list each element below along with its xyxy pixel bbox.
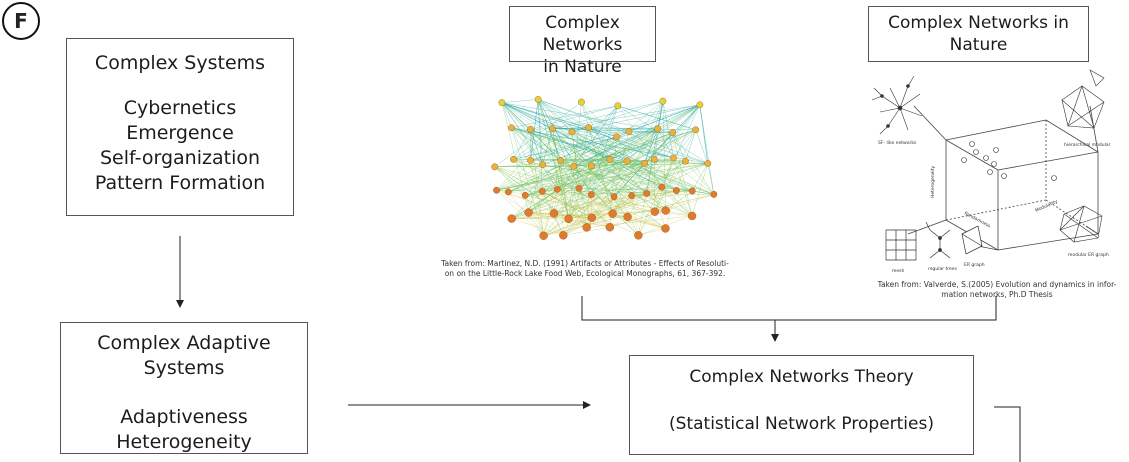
food-web-node bbox=[606, 155, 614, 163]
networks-theory-box: Complex Networks Theory (Statistical Net… bbox=[629, 355, 974, 455]
label-sf: SF- like networks bbox=[878, 140, 917, 146]
label-regular: regular trees bbox=[928, 266, 958, 272]
food-web-node bbox=[527, 156, 534, 164]
food-web-node bbox=[634, 231, 643, 240]
food-web-node bbox=[549, 209, 559, 218]
label-hier: hierarchical modular bbox=[1064, 142, 1111, 148]
food-web-node bbox=[623, 212, 632, 222]
food-web-node bbox=[650, 207, 660, 216]
food-web-node bbox=[549, 125, 557, 132]
complex-systems-box: Complex Systems Cybernetics Emergence Se… bbox=[66, 38, 294, 216]
network-morphospace-image: SF- like networks hierarchical modular m… bbox=[871, 69, 1111, 274]
food-web-node bbox=[578, 98, 585, 106]
complex-adaptive-title: Complex Adaptive Systems bbox=[97, 332, 271, 379]
outgoing-line bbox=[994, 406, 1021, 462]
food-web-node bbox=[704, 160, 712, 167]
food-web-node bbox=[628, 192, 636, 200]
food-web-node bbox=[524, 208, 533, 217]
food-web-node bbox=[491, 163, 499, 171]
label-mesh: mesh bbox=[892, 268, 904, 274]
food-web-node bbox=[692, 126, 700, 134]
complex-adaptive-box: Complex Adaptive Systems Adaptiveness He… bbox=[60, 322, 308, 454]
food-web-node bbox=[610, 193, 618, 201]
networks-nature-title: Complex Networks in bbox=[888, 13, 1069, 33]
food-web-node bbox=[625, 128, 633, 135]
food-web-node bbox=[510, 155, 517, 163]
panel-label: F bbox=[2, 2, 40, 40]
food-web-node bbox=[527, 125, 534, 133]
networks-theory-subtitle: (Statistical Network Properties) bbox=[669, 414, 934, 434]
food-web-node bbox=[568, 128, 576, 136]
food-web-node bbox=[661, 206, 670, 215]
food-web-node bbox=[570, 162, 578, 170]
food-web-node bbox=[650, 155, 658, 163]
food-web-node bbox=[613, 133, 621, 141]
food-web-node bbox=[643, 190, 651, 197]
networks-nature-title: in Nature bbox=[543, 57, 622, 77]
complex-systems-item: Emergence bbox=[126, 122, 234, 144]
food-web-node bbox=[623, 157, 631, 165]
complex-adaptive-item: Adaptiveness bbox=[120, 406, 248, 428]
food-web-node bbox=[587, 213, 596, 222]
complex-adaptive-item: Heterogeneity bbox=[116, 431, 252, 453]
food-web-node bbox=[575, 184, 583, 192]
food-web-node bbox=[672, 187, 680, 194]
food-web-image bbox=[491, 96, 718, 240]
networks-nature-title: Nature bbox=[949, 35, 1008, 55]
food-web-node bbox=[608, 209, 617, 218]
complex-systems-item: Self-organization bbox=[99, 147, 261, 169]
food-web-node bbox=[710, 190, 718, 198]
food-web-node bbox=[687, 211, 697, 221]
food-web-node bbox=[559, 231, 568, 240]
food-web-node bbox=[504, 188, 512, 196]
food-web-node bbox=[498, 99, 506, 107]
food-web-node bbox=[641, 160, 648, 167]
food-web-node bbox=[493, 186, 500, 194]
axis-heterogeneity: Heterogeneity bbox=[930, 166, 936, 198]
food-web-node bbox=[534, 96, 542, 103]
food-web-caption: Taken from: Martinez, N.D. (1991) Artifa… bbox=[441, 259, 729, 278]
complex-systems-item: Cybernetics bbox=[123, 97, 237, 119]
food-web-node bbox=[587, 191, 595, 199]
networks-nature-box-1: Complex Networks in Nature bbox=[509, 6, 656, 77]
food-web-node bbox=[585, 124, 592, 131]
food-web-node bbox=[654, 125, 662, 133]
join-line-networks bbox=[581, 296, 997, 321]
complex-systems-item: Pattern Formation bbox=[94, 172, 266, 194]
food-web-node bbox=[521, 191, 529, 199]
label-modular-er: modular ER graph bbox=[1068, 252, 1109, 258]
food-web-node bbox=[661, 224, 670, 233]
label-er: ER graph bbox=[964, 262, 985, 268]
food-web-node bbox=[564, 214, 573, 224]
morphospace-caption: Taken from: Valverde, S.(2005) Evolution… bbox=[877, 280, 1117, 299]
food-web-node bbox=[539, 231, 548, 240]
complex-systems-title: Complex Systems bbox=[94, 52, 266, 74]
food-web-node bbox=[669, 129, 677, 136]
food-web-node bbox=[508, 124, 515, 132]
networks-theory-title: Complex Networks Theory bbox=[689, 367, 914, 387]
food-web-node bbox=[587, 162, 595, 170]
food-web-node bbox=[553, 185, 561, 193]
food-web-node bbox=[539, 161, 546, 169]
food-web-node bbox=[557, 157, 564, 164]
food-web-node bbox=[658, 183, 666, 191]
food-web-node bbox=[682, 157, 689, 165]
food-web-node bbox=[605, 223, 615, 232]
food-web-node bbox=[582, 223, 591, 232]
food-web-node bbox=[614, 102, 622, 110]
food-web-node bbox=[538, 187, 546, 195]
networks-nature-box-2: Complex Networks in Nature bbox=[868, 6, 1089, 62]
food-web-node bbox=[659, 97, 667, 105]
food-web-node bbox=[507, 214, 516, 223]
food-web-node bbox=[688, 187, 696, 195]
food-web-node bbox=[696, 101, 704, 109]
food-web-node bbox=[670, 154, 677, 162]
networks-nature-title: Complex Networks bbox=[542, 13, 623, 55]
